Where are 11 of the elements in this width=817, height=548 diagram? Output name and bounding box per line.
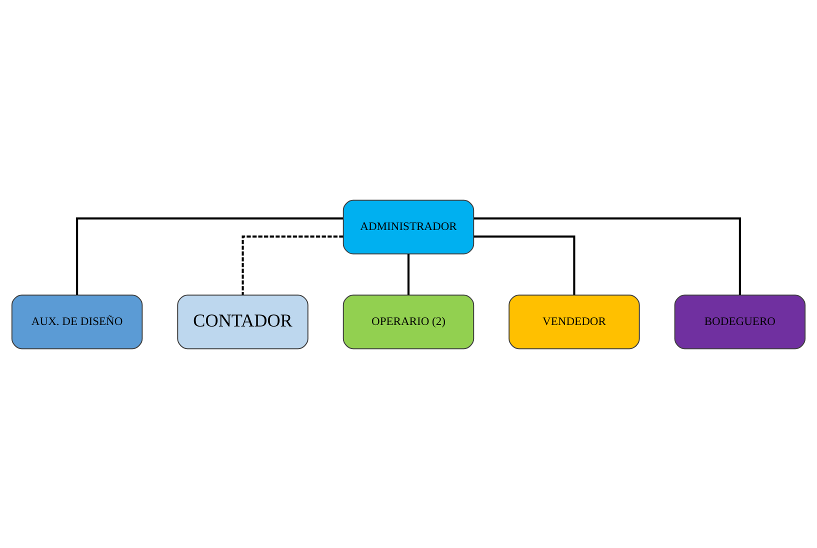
node-box: VENDEDOR — [508, 294, 640, 349]
connector — [76, 216, 344, 294]
node-box: OPERARIO (2) — [342, 294, 474, 349]
node-box: BODEGUERO — [674, 294, 806, 349]
node-box: CONTADOR — [177, 294, 308, 349]
connector — [407, 254, 410, 294]
connector — [242, 235, 344, 294]
connector — [474, 216, 741, 294]
node-box: AUX. DE DISEÑO — [11, 294, 143, 349]
connector — [474, 235, 576, 294]
node-box: ADMINISTRADOR — [342, 199, 474, 254]
